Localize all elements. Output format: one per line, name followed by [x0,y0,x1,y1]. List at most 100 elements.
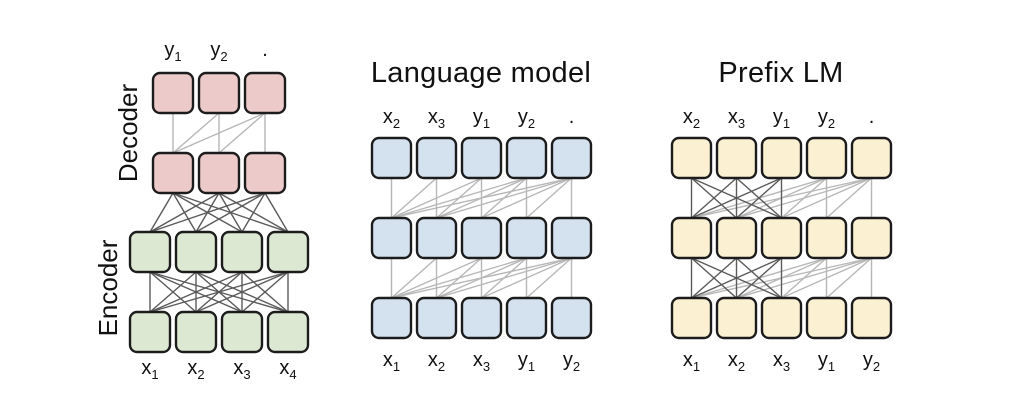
block-row-0 [370,136,593,180]
attention-line-light [391,177,437,219]
attention-lines [149,112,289,313]
token-label-bottom: x3 [233,357,250,382]
attention-line-dark [691,257,782,299]
attention-line-dark [691,257,737,299]
block [850,136,893,180]
token-label-bottom: x3 [773,349,790,374]
block [460,216,503,260]
token-label-bottom: x2 [187,357,204,382]
decoder-side-label: Decoder [113,84,143,183]
block [460,296,503,340]
attention-line-dark [149,271,289,313]
block [220,230,264,274]
attention-line-dark [241,271,289,313]
token-label-top: y1 [473,106,490,131]
attention-line-light [781,177,872,219]
token-label-top: x3 [728,106,745,131]
token-label-bottom: x2 [428,349,445,374]
attention-line-light [826,257,872,299]
block [505,296,548,340]
attention-line-light [391,257,572,299]
prefix-lm-title: Prefix LM [718,57,843,89]
attention-line-light [781,257,872,299]
attention-line-light [481,257,572,299]
attention-line-light [736,177,872,219]
attention-line-dark [691,177,737,219]
block-row-2 [128,230,310,274]
block-row-2 [670,296,893,340]
attention-line-light [526,257,572,299]
block [850,296,893,340]
language-model-title: Language model [371,57,591,89]
block [128,230,172,274]
attention-line-dark [149,271,243,313]
token-label-top: y1 [164,39,181,64]
token-label-bottom: x4 [279,357,296,382]
block-row-1 [151,151,287,195]
block [505,216,548,260]
block [850,216,893,260]
block [805,296,848,340]
block [670,296,713,340]
attention-line-dark [195,271,289,313]
block-row-0 [151,71,287,115]
token-label-bottom: y1 [518,349,535,374]
block [243,71,287,115]
block [415,216,458,260]
attention-line-dark [149,271,197,313]
encoder-side-label: Encoder [93,239,123,336]
token-label-top: y1 [773,106,790,131]
token-label-top: x2 [683,106,700,131]
token-label-bottom: x3 [473,349,490,374]
token-label-bottom: y2 [863,349,880,374]
block [715,296,758,340]
attention-lines [390,177,573,299]
block [550,136,593,180]
block-row-0 [670,136,893,180]
attention-line-light [172,112,220,154]
block [805,216,848,260]
attention-line-dark [149,192,266,233]
token-label-top: . [869,106,875,128]
attention-line-light [391,257,527,299]
block-row-1 [370,216,593,260]
block [670,136,713,180]
block [266,230,310,274]
attention-line-light [172,112,266,154]
block [151,151,195,195]
attention-line-dark [241,192,266,233]
block [370,216,413,260]
block [460,136,503,180]
attention-line-dark [691,177,782,219]
block [197,151,241,195]
attention-line-light [826,177,872,219]
attention-line-dark [149,192,174,233]
token-label-bottom: x1 [141,357,158,382]
token-label-top: . [262,39,268,61]
block [760,136,803,180]
block [370,136,413,180]
block [670,216,713,260]
attention-line-light [526,177,572,219]
attention-line-dark [195,192,266,233]
block [266,310,310,354]
block [760,296,803,340]
token-label-top: y2 [210,39,227,64]
attention-line-light [481,177,572,219]
attention-line-dark [264,192,289,233]
token-label-bottom: y1 [818,349,835,374]
block [174,230,218,274]
attention-line-dark [149,192,220,233]
attention-line-dark [736,257,782,299]
attention-line-light [436,177,572,219]
attention-line-light [436,257,572,299]
block [197,71,241,115]
block [220,310,264,354]
attention-line-light [391,177,482,219]
block [128,310,172,354]
